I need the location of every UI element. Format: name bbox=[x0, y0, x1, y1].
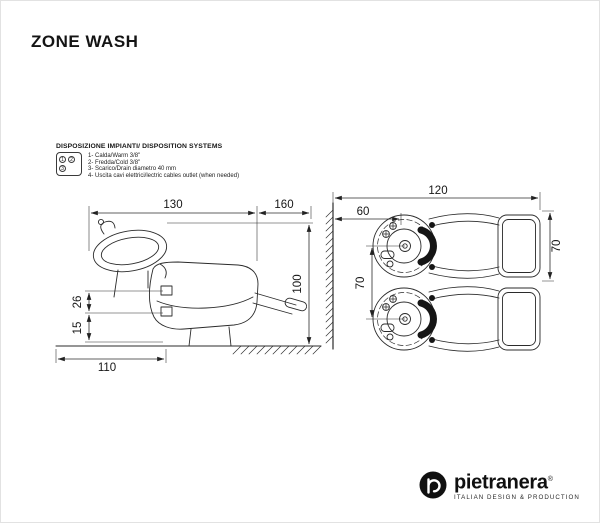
dim-15-label: 15 bbox=[72, 322, 84, 335]
dim-60-label: 60 bbox=[357, 206, 370, 218]
dim-70-middle-label: 70 bbox=[355, 277, 367, 290]
floor-hatching bbox=[232, 345, 322, 355]
chair-side bbox=[148, 261, 259, 347]
legend-item-drain: 3- Scarico/Drain diametro 40 mm bbox=[88, 166, 177, 173]
legend-title: DISPOSIZIONE IMPIANTI/ DISPOSITION SYSTE… bbox=[56, 143, 223, 150]
spout bbox=[380, 250, 395, 259]
dim-130-label: 130 bbox=[163, 199, 182, 211]
headrest bbox=[417, 226, 437, 266]
top-view-dimension-lines bbox=[332, 192, 554, 320]
armrest-bottom bbox=[428, 272, 500, 279]
top-view-drawing bbox=[325, 202, 541, 351]
connection-box-upper bbox=[160, 285, 173, 296]
dim-160-label: 160 bbox=[274, 199, 293, 211]
wall-hatching bbox=[325, 209, 334, 344]
side-view-labels: 130 160 100 26 15 110 bbox=[72, 199, 304, 374]
brand-text: pietranera® ITALIAN DESIGN & PRODUCTION bbox=[454, 470, 580, 501]
dim-26-label: 26 bbox=[72, 296, 84, 309]
pietranera-logo-icon bbox=[419, 471, 447, 499]
legend-item-cables: 4- Uscita cavi elettrici/lectric cables … bbox=[88, 172, 240, 179]
footrest-side bbox=[252, 292, 308, 315]
hose-dock bbox=[386, 260, 394, 268]
tap-warm bbox=[382, 230, 390, 238]
dim-110-label: 110 bbox=[98, 362, 116, 374]
wash-unit-top bbox=[372, 213, 541, 279]
chair-base bbox=[178, 326, 244, 347]
backrest-top bbox=[497, 214, 541, 278]
side-view-drawing bbox=[55, 218, 322, 355]
basin-side bbox=[92, 218, 168, 298]
circled-number-1: 1 bbox=[59, 156, 66, 163]
tap-cold bbox=[389, 222, 397, 230]
top-view-labels: 120 60 70 70 bbox=[355, 185, 563, 289]
dim-70-right-label: 70 bbox=[551, 240, 563, 253]
faucet-side bbox=[100, 220, 116, 235]
brand-tagline: ITALIAN DESIGN & PRODUCTION bbox=[454, 493, 580, 501]
legend-item-warm: 1- Calda/Warm 3/8" bbox=[88, 153, 141, 159]
legend: DISPOSIZIONE IMPIANTI/ DISPOSITION SYSTE… bbox=[56, 143, 239, 179]
side-view-dimension-lines bbox=[55, 206, 313, 363]
page-title: ZONE WASH bbox=[31, 32, 139, 51]
registered-mark: ® bbox=[547, 476, 553, 483]
legend-items: 1- Calda/Warm 3/8" 2- Fredda/Cold 3/8" 3… bbox=[88, 152, 239, 179]
armrest-top bbox=[428, 213, 500, 220]
legend-item-cold: 2- Fredda/Cold 3/8" bbox=[88, 159, 141, 166]
brand-name: pietranera® bbox=[454, 471, 553, 494]
connection-box-lower bbox=[160, 306, 173, 317]
circled-number-3: 3 bbox=[59, 165, 66, 172]
circled-number-2: 2 bbox=[68, 156, 75, 163]
brand-logo: pietranera® ITALIAN DESIGN & PRODUCTION bbox=[418, 470, 580, 501]
dim-100-label: 100 bbox=[292, 274, 304, 293]
dim-120-label: 120 bbox=[428, 185, 447, 197]
connections-diagram-icon: 1 2 3 bbox=[56, 152, 82, 176]
